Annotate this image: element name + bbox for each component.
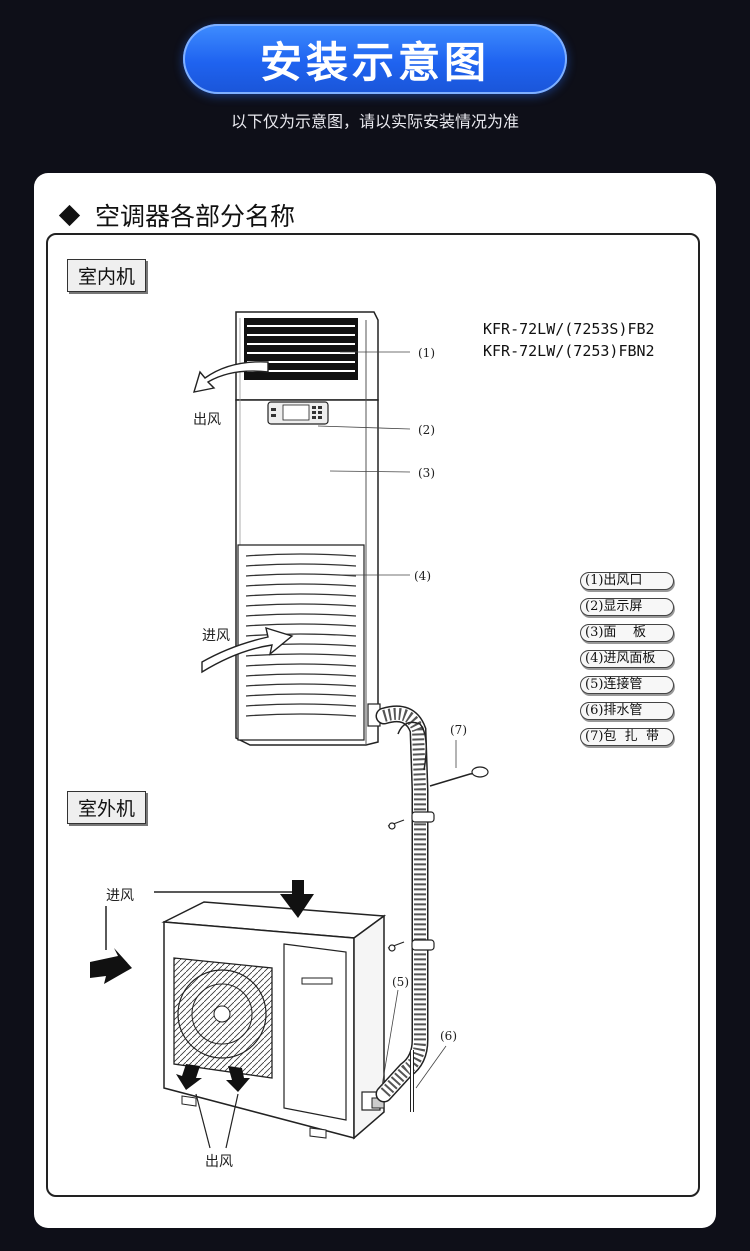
connecting-pipe: [375, 705, 429, 1112]
indoor-outlet-label: 出风: [193, 412, 221, 428]
section-heading-text: 空调器各部分名称: [95, 202, 296, 231]
indoor-inlet-label: 进风: [202, 628, 230, 644]
model-number-2: KFR-72LW/(7253)FBN2: [483, 342, 655, 360]
callout-6: (6): [440, 1029, 457, 1043]
legend-item: (1)出风口: [580, 572, 674, 590]
callout-7: (7): [450, 723, 467, 737]
callout-3: (3): [418, 466, 435, 480]
title-banner: 安装示意图: [183, 24, 567, 94]
outdoor-outlet-label: 出风: [205, 1154, 233, 1170]
callout-2: (2): [418, 423, 435, 437]
page-subtitle: 以下仅为示意图，请以实际安装情况为准: [230, 112, 519, 131]
legend-item: (4)进风面板: [580, 650, 674, 668]
legend-item: (7)包 扎 带: [580, 728, 674, 746]
outdoor-inlet-label: 进风: [106, 888, 134, 904]
indoor-unit-label: 室内机: [67, 259, 147, 292]
callout-4: (4): [414, 569, 431, 583]
legend-item: (6)排水管: [580, 702, 674, 720]
model-number-1: KFR-72LW/(7253S)FB2: [483, 320, 655, 338]
page-title: 安装示意图: [259, 37, 490, 87]
section-heading: 空调器各部分名称: [58, 197, 295, 233]
outdoor-unit-label: 室外机: [67, 791, 147, 824]
indoor-unit: [192, 311, 391, 746]
legend-item: (3)面 板: [580, 624, 674, 642]
diagram-frame: [46, 233, 700, 1197]
outdoor-unit: [90, 880, 387, 1149]
callout-5: (5): [392, 975, 409, 989]
legend-item: (5)连接管: [580, 676, 674, 694]
callout-1: (1): [418, 346, 435, 360]
legend-item: (2)显示屏: [580, 598, 674, 616]
